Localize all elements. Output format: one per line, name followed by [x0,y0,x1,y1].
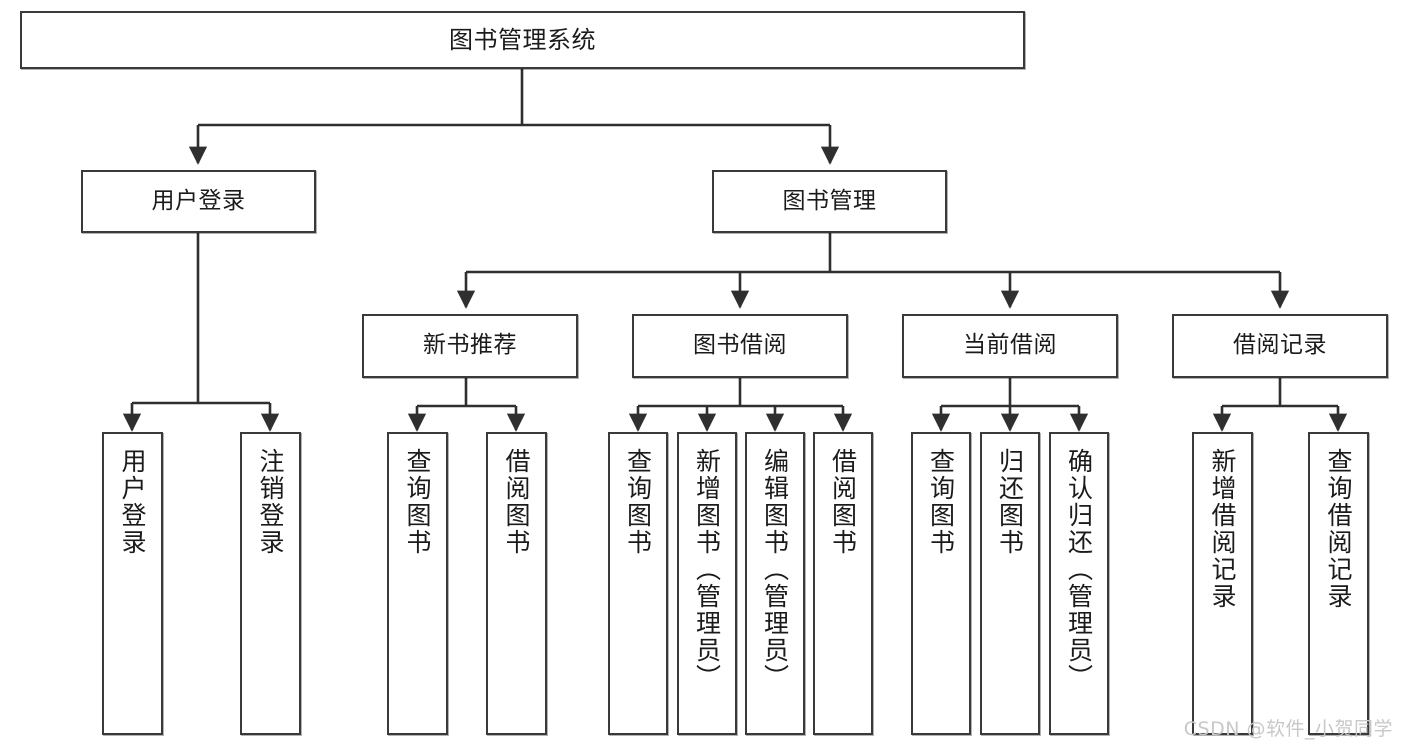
node-leaf-confirm-return-label: 确认归还（管理员） [1064,448,1094,691]
node-current-borrow[interactable]: 当前借阅 [902,314,1118,378]
node-leaf-return-book-label: 归还图书 [995,448,1025,556]
node-root[interactable]: 图书管理系统 [20,11,1025,69]
node-new-book-recommend[interactable]: 新书推荐 [362,314,578,378]
node-user-login[interactable]: 用户登录 [81,170,316,233]
node-new-book-recommend-label: 新书推荐 [423,332,517,359]
node-leaf-user-logout-label: 注销登录 [256,448,285,556]
node-leaf-user-login[interactable]: 用户登录 [102,432,163,735]
node-leaf-edit-book[interactable]: 编辑图书（管理员） [745,432,805,735]
node-leaf-add-record-label: 新增借阅记录 [1208,448,1237,610]
node-leaf-add-record[interactable]: 新增借阅记录 [1192,432,1253,735]
node-leaf-borrow-book-1-label: 借阅图书 [502,448,531,556]
node-leaf-query-book-2-label: 查询图书 [623,448,653,556]
node-leaf-confirm-return[interactable]: 确认归还（管理员） [1049,432,1109,735]
node-leaf-borrow-book-2[interactable]: 借阅图书 [813,432,873,735]
node-leaf-query-record-label: 查询借阅记录 [1324,448,1353,610]
node-borrow-record-label: 借阅记录 [1233,332,1327,359]
node-book-borrow-label: 图书借阅 [693,332,787,359]
node-leaf-borrow-book-1[interactable]: 借阅图书 [486,432,547,735]
csdn-watermark: CSDN @软件_小贺同学 [1183,718,1393,740]
node-leaf-return-book[interactable]: 归还图书 [980,432,1040,735]
node-leaf-query-book-1[interactable]: 查询图书 [387,432,448,735]
node-leaf-add-book[interactable]: 新增图书（管理员） [677,432,737,735]
node-user-login-label: 用户登录 [151,187,246,214]
node-leaf-query-record[interactable]: 查询借阅记录 [1308,432,1369,735]
node-book-borrow[interactable]: 图书借阅 [632,314,848,378]
node-root-label: 图书管理系统 [449,25,596,54]
node-leaf-add-book-label: 新增图书（管理员） [692,448,722,691]
node-leaf-query-book-1-label: 查询图书 [403,448,432,556]
node-leaf-borrow-book-2-label: 借阅图书 [828,448,858,556]
node-leaf-query-book-3[interactable]: 查询图书 [911,432,971,735]
node-leaf-query-book-3-label: 查询图书 [926,448,956,556]
node-current-borrow-label: 当前借阅 [963,332,1057,359]
node-leaf-query-book-2[interactable]: 查询图书 [608,432,668,735]
node-borrow-record[interactable]: 借阅记录 [1172,314,1388,378]
node-leaf-user-logout[interactable]: 注销登录 [240,432,301,735]
node-book-manage[interactable]: 图书管理 [712,170,947,233]
node-leaf-user-login-label: 用户登录 [118,448,147,556]
node-book-manage-label: 图书管理 [782,187,877,214]
node-leaf-edit-book-label: 编辑图书（管理员） [760,448,790,691]
